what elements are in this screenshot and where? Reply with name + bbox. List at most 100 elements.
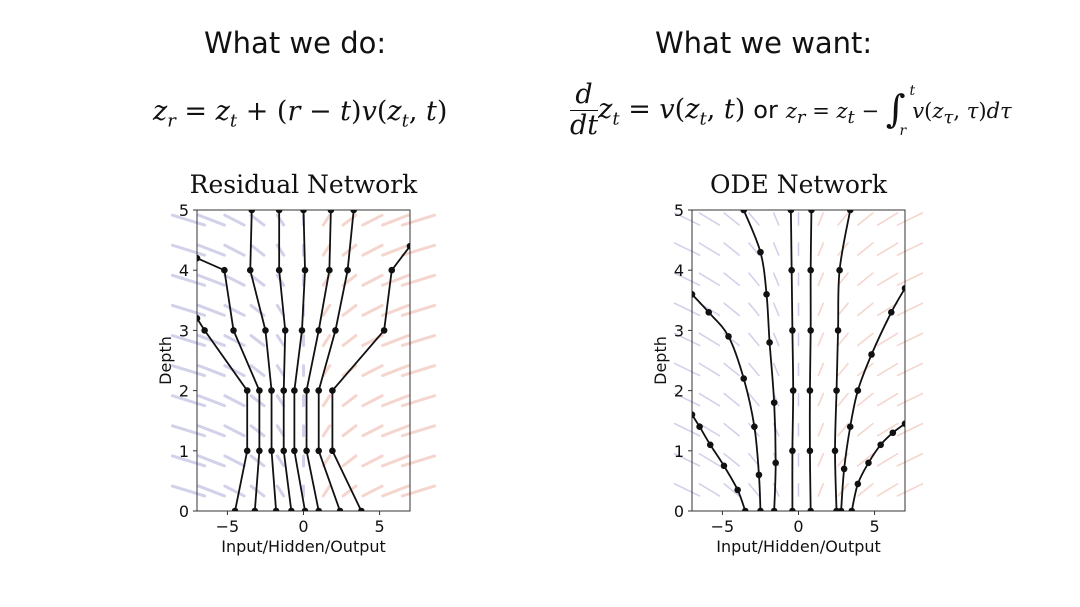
field-arrow bbox=[748, 212, 760, 226]
field-arrow bbox=[698, 242, 721, 256]
field-arrow bbox=[400, 273, 437, 287]
evaluation-point bbox=[705, 309, 713, 316]
evaluation-point bbox=[720, 462, 728, 470]
x-tick-label: 5 bbox=[869, 517, 879, 536]
evaluation-point bbox=[807, 327, 814, 334]
evaluation-point bbox=[329, 447, 336, 455]
evaluation-point bbox=[231, 507, 239, 511]
evaluation-point bbox=[877, 441, 884, 449]
field-arrow bbox=[275, 484, 286, 498]
field-arrow bbox=[723, 242, 740, 256]
evaluation-point bbox=[301, 266, 309, 274]
evaluation-point bbox=[291, 387, 298, 394]
field-arrow bbox=[817, 422, 825, 437]
field-arrow bbox=[817, 452, 825, 467]
field-arrow bbox=[170, 273, 207, 287]
field-arrow bbox=[197, 303, 226, 317]
field-arrow bbox=[723, 362, 740, 377]
field-arrow bbox=[223, 484, 246, 498]
evaluation-point bbox=[280, 447, 288, 455]
evaluation-point bbox=[740, 210, 748, 214]
evaluation-point bbox=[230, 327, 237, 334]
field-arrow bbox=[748, 332, 760, 347]
trajectory-1 bbox=[692, 293, 762, 511]
field-arrow bbox=[876, 272, 899, 287]
field-arrow bbox=[381, 213, 410, 227]
y-tick-label: 5 bbox=[674, 201, 684, 220]
trajectory-0 bbox=[197, 317, 249, 511]
field-arrow bbox=[772, 362, 780, 377]
evaluation-point bbox=[770, 507, 778, 511]
field-arrow bbox=[249, 364, 266, 378]
evaluation-point bbox=[268, 447, 275, 455]
evaluation-point bbox=[326, 266, 333, 274]
field-arrow bbox=[876, 452, 899, 467]
trajectories bbox=[692, 210, 905, 511]
trajectory-7 bbox=[331, 245, 410, 511]
field-arrow bbox=[223, 394, 246, 408]
field-arrow bbox=[275, 364, 286, 378]
evaluation-point bbox=[281, 327, 289, 334]
evaluation-point bbox=[248, 210, 256, 214]
field-arrow bbox=[817, 483, 825, 497]
field-arrow bbox=[361, 273, 384, 287]
field-arrow bbox=[772, 212, 780, 226]
trajectory-6 bbox=[850, 422, 905, 511]
field-arrow bbox=[698, 272, 721, 287]
evaluation-point bbox=[901, 420, 905, 428]
field-arrow bbox=[197, 273, 226, 287]
field-arrow bbox=[876, 332, 899, 347]
field-arrow bbox=[170, 454, 207, 468]
field-arrow bbox=[223, 273, 246, 287]
evaluation-point bbox=[201, 327, 208, 334]
field-arrow bbox=[170, 243, 207, 257]
evaluation-point bbox=[837, 507, 845, 511]
field-arrow bbox=[275, 334, 286, 347]
field-arrow bbox=[321, 303, 332, 317]
field-arrow bbox=[817, 302, 825, 317]
vector-field bbox=[170, 213, 437, 498]
evaluation-point bbox=[388, 266, 396, 274]
field-arrow bbox=[275, 454, 286, 468]
field-arrow bbox=[170, 334, 207, 347]
y-axis-label: Depth bbox=[156, 336, 175, 385]
field-arrow bbox=[400, 394, 437, 408]
x-tick-label: −5 bbox=[711, 517, 735, 536]
evaluation-point bbox=[243, 447, 251, 455]
y-tick-label: 4 bbox=[179, 261, 189, 280]
field-arrow bbox=[321, 364, 332, 378]
field-arrow bbox=[723, 483, 740, 497]
evaluation-point bbox=[256, 447, 263, 455]
field-arrow bbox=[341, 303, 358, 317]
evaluation-point bbox=[380, 327, 388, 334]
evaluation-point bbox=[706, 441, 714, 449]
field-arrow bbox=[223, 364, 246, 378]
field-arrow bbox=[361, 394, 384, 408]
field-arrow bbox=[857, 332, 874, 347]
trajectories bbox=[197, 210, 410, 511]
field-arrow bbox=[341, 334, 358, 347]
field-arrow bbox=[381, 273, 410, 287]
field-arrow bbox=[837, 272, 849, 287]
evaluation-point bbox=[848, 507, 856, 511]
field-arrow bbox=[857, 422, 874, 437]
field-arrow bbox=[857, 452, 874, 467]
evaluation-point bbox=[901, 284, 905, 292]
field-arrow bbox=[400, 484, 437, 498]
field-arrow bbox=[748, 362, 760, 377]
chart-title: Residual Network bbox=[190, 170, 419, 199]
field-arrow bbox=[896, 332, 924, 347]
field-arrow bbox=[837, 392, 849, 407]
field-arrow bbox=[837, 332, 849, 347]
field-arrow bbox=[876, 422, 899, 437]
field-arrow bbox=[381, 424, 410, 438]
field-arrow bbox=[223, 454, 246, 468]
evaluation-point bbox=[303, 387, 310, 394]
evaluation-point bbox=[808, 210, 815, 214]
field-arrow bbox=[896, 302, 924, 317]
field-arrow bbox=[361, 484, 384, 498]
evaluation-point bbox=[243, 387, 251, 394]
field-arrow bbox=[673, 483, 701, 497]
